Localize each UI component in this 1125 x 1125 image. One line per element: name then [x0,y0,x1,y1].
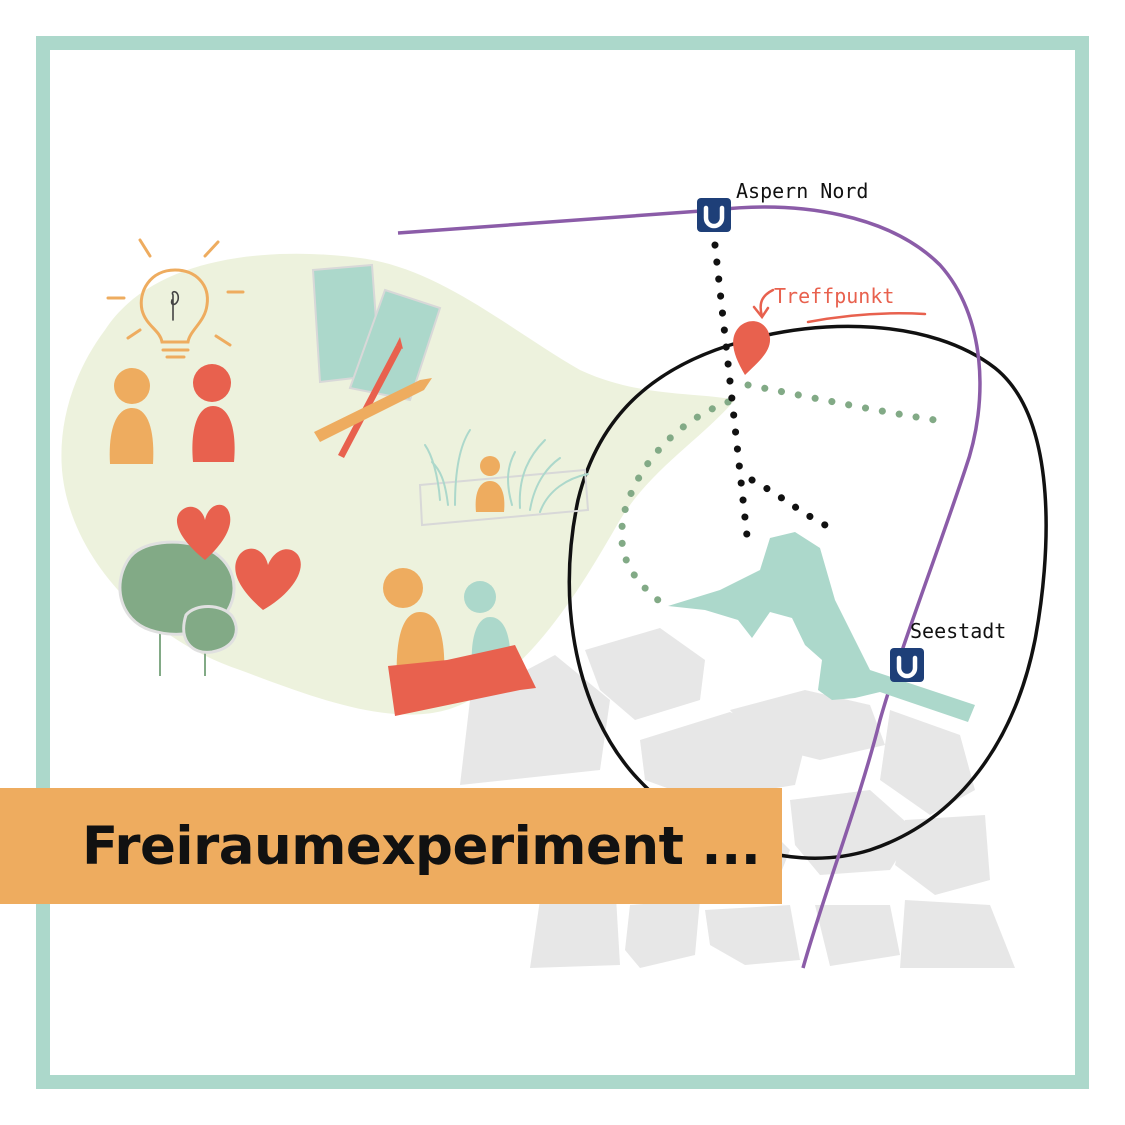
lake [668,532,975,722]
banner-title: Freiraumexperiment ... [82,815,761,877]
black-dotted-paths [711,241,829,549]
people-on-bench-icon [383,568,536,716]
treffpunkt-arrow [752,288,927,324]
metro-line [397,205,982,969]
two-people-icon [109,364,235,464]
station-seestadt-icon [890,648,924,682]
hearts-and-tree-icon [118,504,301,676]
area-boundary [567,324,1048,860]
green-dotted-paths [618,381,939,604]
person-in-grass-icon [418,429,590,527]
light-bulb-icon [106,238,245,359]
meeting-point-label: Treffpunkt [774,284,894,308]
station-aspern-nord-icon [697,198,731,232]
station-label-seestadt: Seestadt [910,619,1006,643]
title-banner: Freiraumexperiment ... [0,788,782,904]
paper-and-pencils-icon [311,263,442,458]
station-label-aspern-nord: Aspern Nord [736,179,868,203]
location-pin-icon [733,321,771,375]
